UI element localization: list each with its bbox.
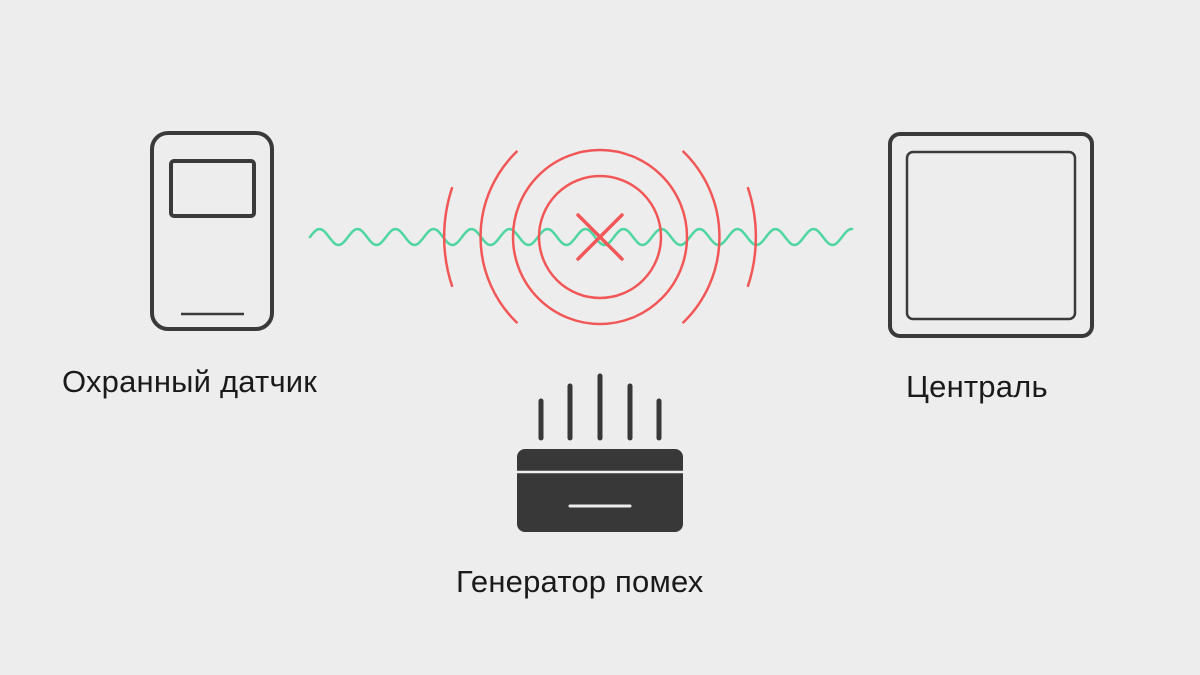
jammer-antennas bbox=[538, 373, 662, 441]
hub-label: Централь bbox=[906, 369, 1048, 404]
signal-wave bbox=[308, 227, 854, 247]
hub-icon bbox=[888, 132, 1094, 338]
sensor-window bbox=[169, 159, 256, 218]
interference-arc-left-outer bbox=[442, 186, 454, 288]
jammer-label: Генератор помех bbox=[456, 564, 704, 599]
interference-arc-right-inner bbox=[681, 149, 721, 325]
sensor-label: Охранный датчик bbox=[62, 364, 318, 399]
hub-body bbox=[888, 132, 1094, 338]
interference-rings bbox=[442, 148, 758, 326]
interference-arc-right-outer bbox=[746, 186, 758, 288]
jammer-icon bbox=[517, 373, 683, 532]
interference-arc-left-inner bbox=[479, 149, 519, 325]
hub-inner-frame bbox=[905, 150, 1077, 321]
close-icon bbox=[576, 213, 624, 261]
interference-ring-inner bbox=[537, 174, 663, 300]
security-sensor-icon bbox=[150, 131, 274, 331]
sensor-body bbox=[150, 131, 274, 331]
jammer-body bbox=[517, 449, 683, 532]
interference-ring-middle bbox=[511, 148, 689, 326]
